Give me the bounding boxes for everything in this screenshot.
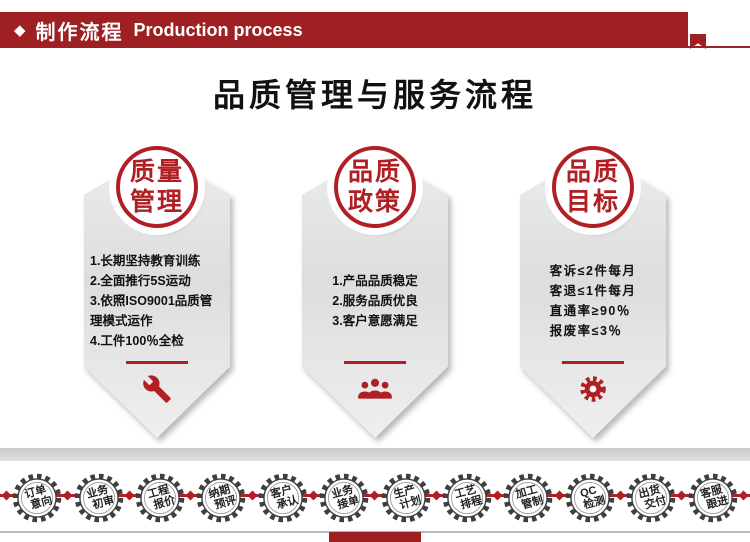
diamond-icon: ◆ (14, 21, 26, 39)
circle-line2: 政策 (347, 188, 402, 216)
card-item-list: 1.长期坚持教育训练 2.全面推行5S运动 3.依照ISO9001品质管理模式运… (90, 250, 224, 352)
card-quality-policy: 品质 政策 1.产品品质稳定 2.服务品质优良 3.客户意愿满足 (300, 138, 450, 438)
process-step-2: 业务 初审 (73, 470, 125, 526)
gear-badge-icon (12, 473, 62, 523)
section-title-en: Production process (133, 19, 303, 40)
team-icon (357, 372, 393, 406)
process-step-12: 客服 跟进 (687, 470, 739, 526)
page-title: 品质管理与服务流程 (212, 77, 537, 113)
process-step-10: QC 检测 (564, 470, 616, 526)
list-item: 客退≤1件每月 (549, 284, 637, 298)
cards-row: 质量 管理 1.长期坚持教育训练 2.全面推行5S运动 3.依照ISO9001品… (0, 138, 750, 438)
next-section-red-tab (329, 532, 421, 542)
gear-icon (578, 372, 608, 406)
card-item-list: 1.产品品质稳定 2.服务品质优良 3.客户意愿满足 (332, 250, 417, 352)
header-rule-line (688, 46, 750, 48)
list-item: 2.全面推行5S运动 (90, 274, 191, 288)
process-step-11: 出货 交付 (625, 470, 677, 526)
list-item: 2.服务品质优良 (332, 294, 418, 308)
process-step-9: 加工 管制 (502, 470, 554, 526)
list-item: 直通率≥90％ (549, 304, 631, 318)
gear-icon-svg (580, 376, 606, 402)
circle-line1: 品质 (347, 158, 402, 186)
gear-badge-icon (688, 473, 737, 523)
process-step-4: 纳期 预评 (195, 470, 247, 526)
card-quality-target: 品质 目标 客诉≤2件每月 客退≤1件每月 直通率≥90％ 报废率≤3％ (518, 138, 668, 438)
gear-badge-icon (442, 473, 492, 523)
section-header-bar: ◆ 制作流程 Production process (0, 12, 688, 48)
process-step-3: 工程 报价 (134, 470, 186, 526)
ribbon-flag-icon (690, 34, 706, 49)
gear-badge-icon (74, 473, 123, 523)
gear-badge-icon (381, 473, 430, 523)
list-item: 4.工件100％全检 (90, 334, 184, 348)
process-step-5: 客户 承认 (257, 470, 309, 526)
section-title-zh: 制作流程 (35, 21, 124, 44)
circle-line2: 目标 (565, 188, 620, 216)
process-step-8: 工艺 排程 (441, 470, 493, 526)
gear-badge-icon (135, 473, 185, 523)
list-item: 3.客户意愿满足 (332, 314, 418, 328)
circle-line1: 品质 (565, 158, 620, 186)
process-step-1: 订单 意向 (11, 470, 63, 526)
process-flow: 订单 意向 业务 初审 工程 报价 (0, 470, 750, 532)
process-step-6: 业务 接单 (318, 470, 370, 526)
list-item: 报废率≤3％ (549, 324, 623, 338)
card-item-list: 客诉≤2件每月 客退≤1件每月 直通率≥90％ 报废率≤3％ (550, 250, 637, 352)
gray-divider-bar (0, 448, 750, 461)
card-circle-title: 品质 目标 (552, 146, 634, 228)
section-header: ◆ 制作流程 Production process (0, 10, 750, 56)
list-item: 1.长期坚持教育训练 (90, 254, 201, 268)
circle-line1: 质量 (129, 158, 184, 186)
wrench-icon-svg (143, 375, 171, 403)
divider-line (126, 361, 188, 364)
gear-badge-icon (319, 473, 369, 523)
gear-badge-icon (626, 473, 676, 523)
gear-badge-icon (504, 473, 553, 523)
list-item: 客诉≤2件每月 (549, 264, 637, 278)
team-icon-svg (358, 378, 392, 399)
gear-badge-icon (258, 473, 308, 523)
card-content: 1.长期坚持教育训练 2.全面推行5S运动 3.依照ISO9001品质管理模式运… (82, 250, 232, 406)
wrench-icon (142, 372, 172, 406)
list-item: 1.产品品质稳定 (332, 274, 418, 288)
card-circle-title: 品质 政策 (334, 146, 416, 228)
card-content: 客诉≤2件每月 客退≤1件每月 直通率≥90％ 报废率≤3％ (518, 250, 668, 406)
gear-badge-icon (565, 473, 615, 523)
process-step-7: 生产 计划 (380, 470, 432, 526)
circle-line2: 管理 (129, 188, 184, 216)
card-circle-title: 质量 管理 (116, 146, 198, 228)
list-item: 3.依照ISO9001品质管理模式运作 (90, 294, 213, 328)
divider-line (344, 361, 406, 364)
card-quality-management: 质量 管理 1.长期坚持教育训练 2.全面推行5S运动 3.依照ISO9001品… (82, 138, 232, 438)
card-content: 1.产品品质稳定 2.服务品质优良 3.客户意愿满足 (300, 250, 450, 406)
divider-line (562, 361, 624, 364)
gear-badge-icon (197, 473, 246, 523)
